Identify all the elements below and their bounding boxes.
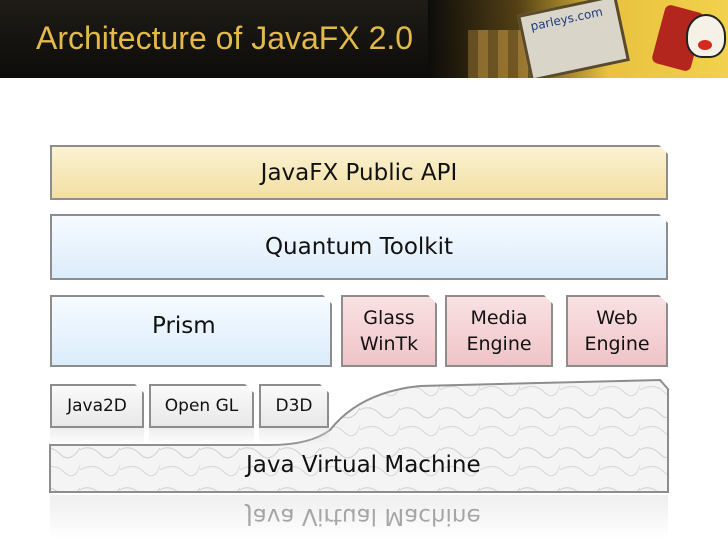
java2d-box: Java2D bbox=[50, 384, 144, 428]
javafx-public-api-layer: JavaFX Public API bbox=[50, 145, 668, 200]
quantum-label: Quantum Toolkit bbox=[264, 234, 454, 260]
prism-label: Prism bbox=[152, 313, 216, 339]
web-line-2: Engine bbox=[584, 333, 650, 355]
java2d-label: Java2D bbox=[67, 396, 127, 416]
opengl-label: Open GL bbox=[164, 396, 239, 416]
header-illustration: parleys.com bbox=[428, 0, 728, 78]
jvm-reflection-label: Java Virtual Machine bbox=[246, 503, 481, 529]
jvm-reflection bbox=[50, 495, 668, 540]
web-line-1: Web bbox=[596, 307, 638, 329]
duke-mascot-icon bbox=[686, 14, 726, 58]
public-api-label: JavaFX Public API bbox=[260, 159, 458, 186]
quantum-toolkit-layer: Quantum Toolkit bbox=[50, 214, 668, 280]
jvm-label: Java Virtual Machine bbox=[246, 452, 481, 478]
opengl-box: Open GL bbox=[149, 384, 254, 428]
slide-title: Architecture of JavaFX 2.0 bbox=[36, 20, 414, 56]
opengl-reflection bbox=[149, 428, 254, 446]
media-engine-box: Media Engine bbox=[445, 295, 553, 367]
web-engine-box: Web Engine bbox=[566, 295, 668, 367]
d3d-label: D3D bbox=[275, 396, 313, 416]
media-line-2: Engine bbox=[466, 333, 532, 355]
d3d-reflection bbox=[259, 428, 329, 446]
media-line-1: Media bbox=[470, 307, 528, 329]
prism-layer: Prism bbox=[50, 295, 332, 367]
java2d-reflection bbox=[50, 428, 144, 446]
d3d-box: D3D bbox=[259, 384, 329, 428]
crowd-illustration bbox=[468, 30, 528, 78]
glass-line-2: WinTk bbox=[359, 333, 419, 355]
slide-header: parleys.com Architecture of JavaFX 2.0 bbox=[0, 0, 728, 78]
glass-wintk-box: Glass WinTk bbox=[341, 295, 437, 367]
glass-line-1: Glass bbox=[363, 307, 415, 329]
